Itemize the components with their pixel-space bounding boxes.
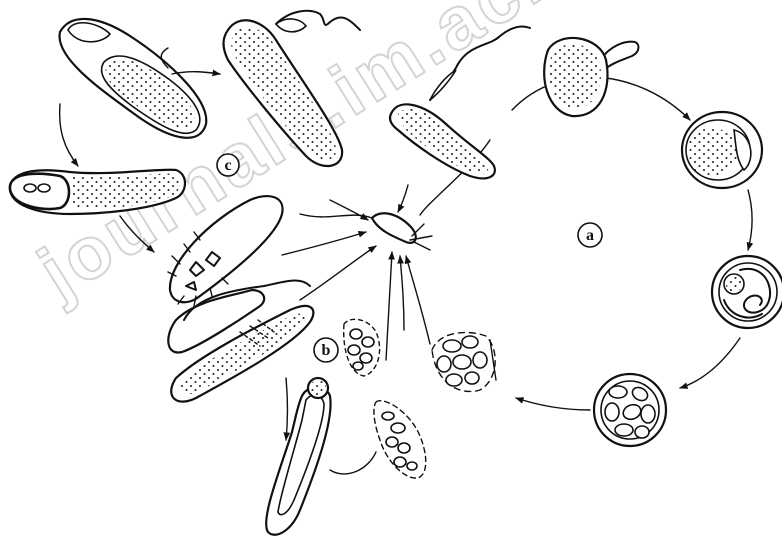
- svg-text:c: c: [224, 157, 231, 174]
- cyst-coiled: [712, 256, 782, 328]
- cell-germinating-top-right: [544, 38, 638, 116]
- svg-text:a: a: [586, 227, 594, 244]
- cell-rod-top-left: [60, 19, 207, 138]
- label-c: c: [217, 154, 239, 176]
- spore-cluster-b: [344, 319, 380, 376]
- label-a: a: [578, 223, 602, 247]
- cyst-stippled: [682, 112, 762, 188]
- label-b: b: [314, 338, 338, 362]
- spore-tube-lower: [374, 401, 426, 478]
- spore-cluster-released: [432, 333, 496, 392]
- cell-tapered-sporangium: [266, 378, 376, 535]
- svg-text:b: b: [322, 342, 331, 359]
- cyst-sporangium: [594, 374, 666, 446]
